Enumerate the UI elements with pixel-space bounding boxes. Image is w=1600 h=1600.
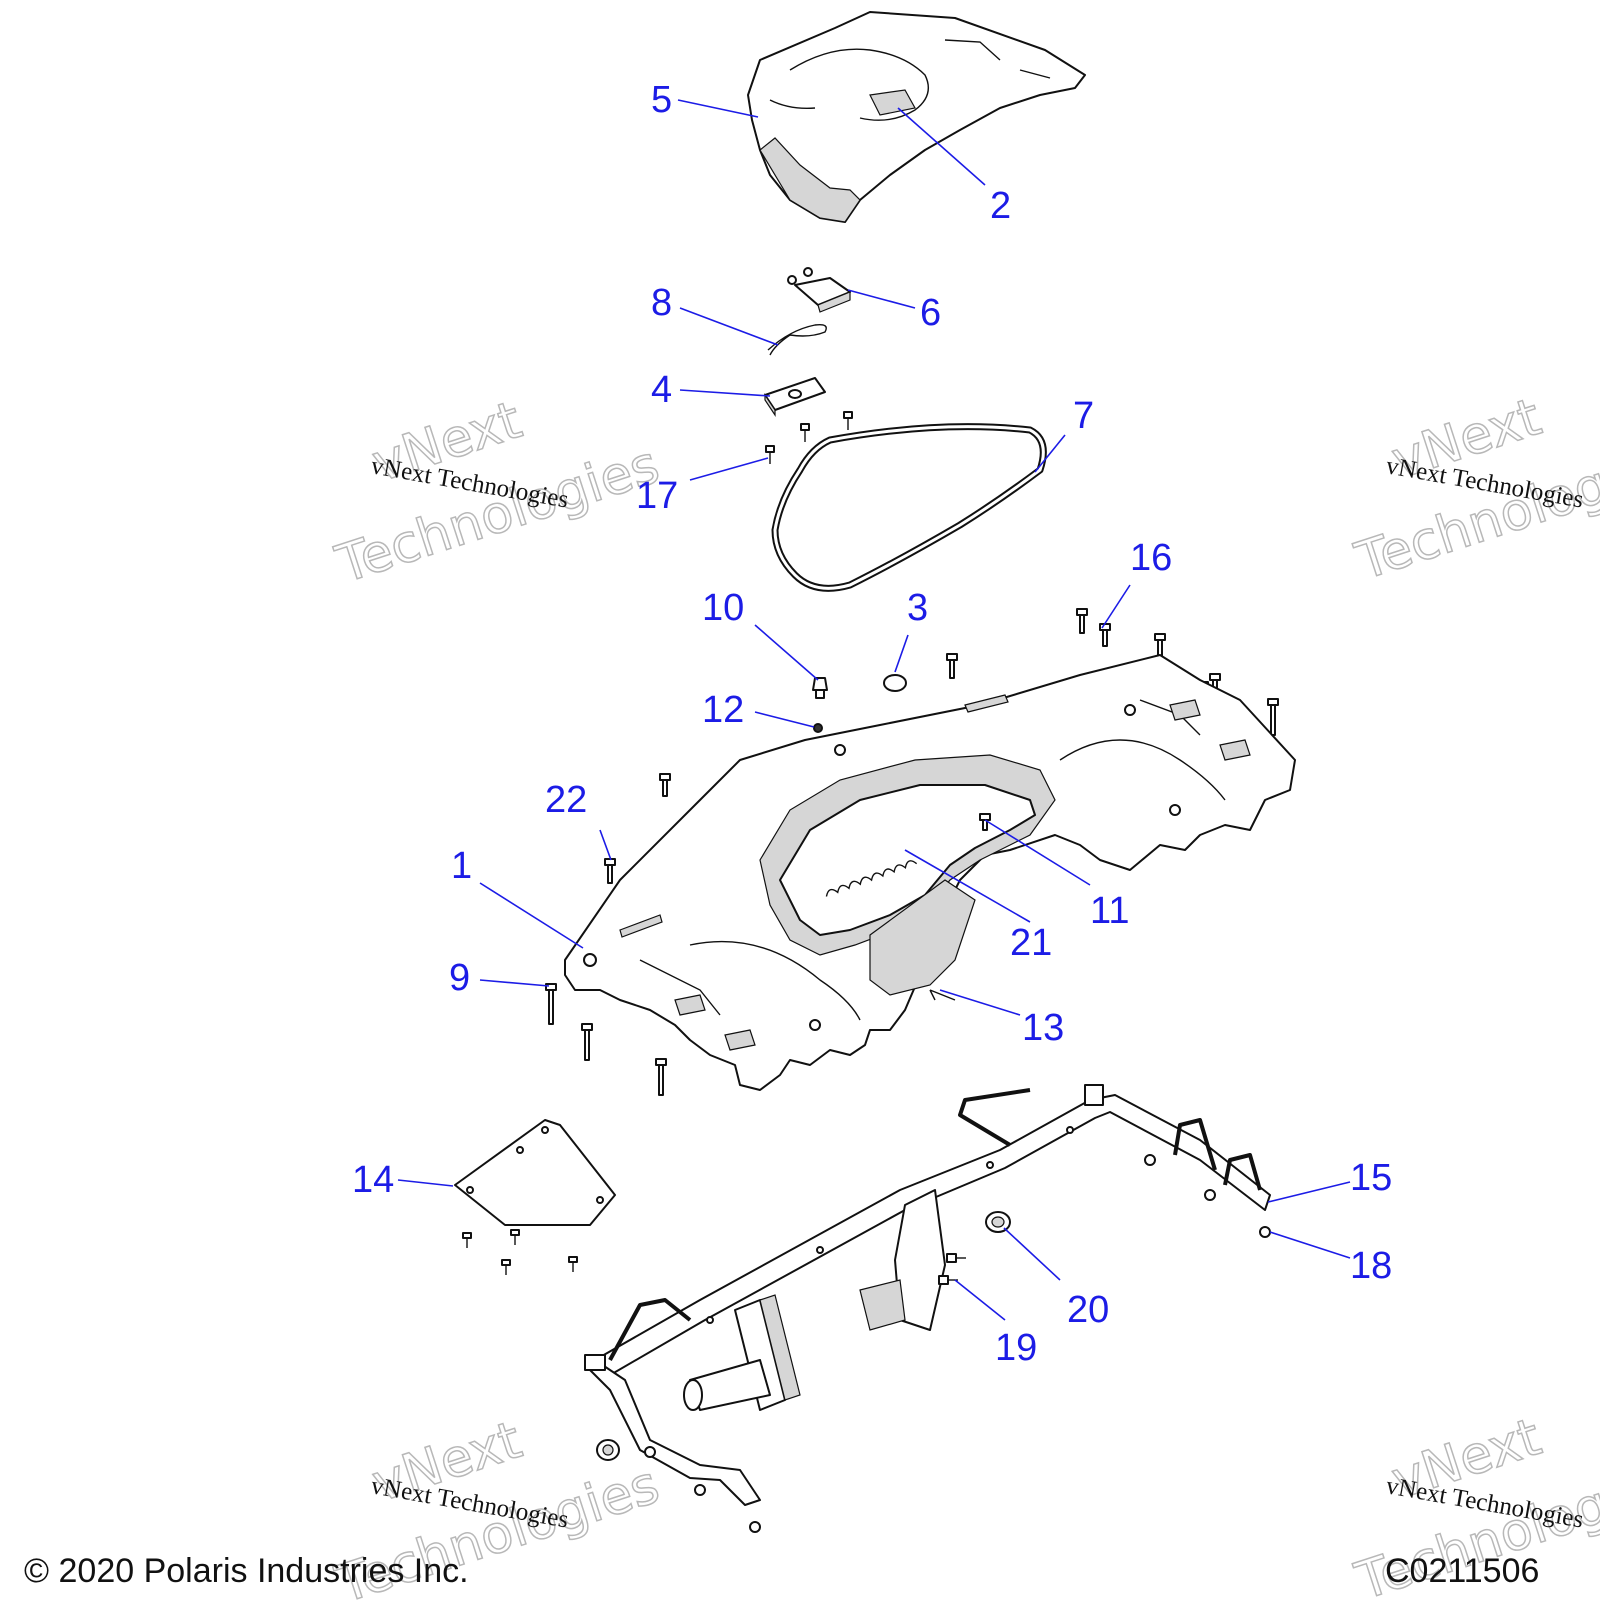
callout-15: 15 [1350,1157,1392,1199]
callout-14: 14 [352,1159,394,1201]
latch-part [787,267,851,313]
diagram-code: C0211506 [1385,1552,1539,1590]
callout-5: 5 [651,79,672,121]
callout-19: 19 [995,1327,1037,1369]
latch-plate-part [764,377,826,417]
callout-2: 2 [990,185,1011,227]
grommet-part [596,1211,1011,1461]
rear-frame-part [584,1084,1271,1506]
copyright-text: © 2020 Polaris Industries Inc. [24,1552,469,1590]
callout-10: 10 [702,587,744,629]
callout-7: 7 [1073,395,1094,437]
screw-group-rack [545,773,991,1096]
bumper-stop-part [812,677,828,699]
callout-21: 21 [1010,922,1052,964]
leader-lines [397,99,1351,1321]
callout-13: 13 [1022,1007,1064,1049]
pin-13-part [929,989,956,1001]
nut-group-18 [644,1154,1271,1533]
seal-ring-part [771,423,1047,592]
pin-clip-part [767,323,827,356]
callout-16: 16 [1130,537,1172,579]
callout-20: 20 [1067,1289,1109,1331]
seat-cover-part [747,11,1086,223]
callout-3: 3 [907,587,928,629]
callout-18: 18 [1350,1245,1392,1287]
rear-rack-part [564,654,1296,1091]
callout-22: 22 [545,779,587,821]
callout-6: 6 [920,292,941,334]
nut-12-part [813,723,823,733]
bolt-group-19 [938,1253,966,1285]
callout-12: 12 [702,689,744,731]
callout-17: 17 [636,475,678,517]
callout-4: 4 [651,369,672,411]
callout-8: 8 [651,282,672,324]
screw-group-17 [765,411,853,464]
callout-1: 1 [451,845,472,887]
plug-cap-part [883,674,907,692]
callout-11: 11 [1090,890,1129,932]
callout-9: 9 [449,957,470,999]
skid-plate-part [454,1119,616,1275]
